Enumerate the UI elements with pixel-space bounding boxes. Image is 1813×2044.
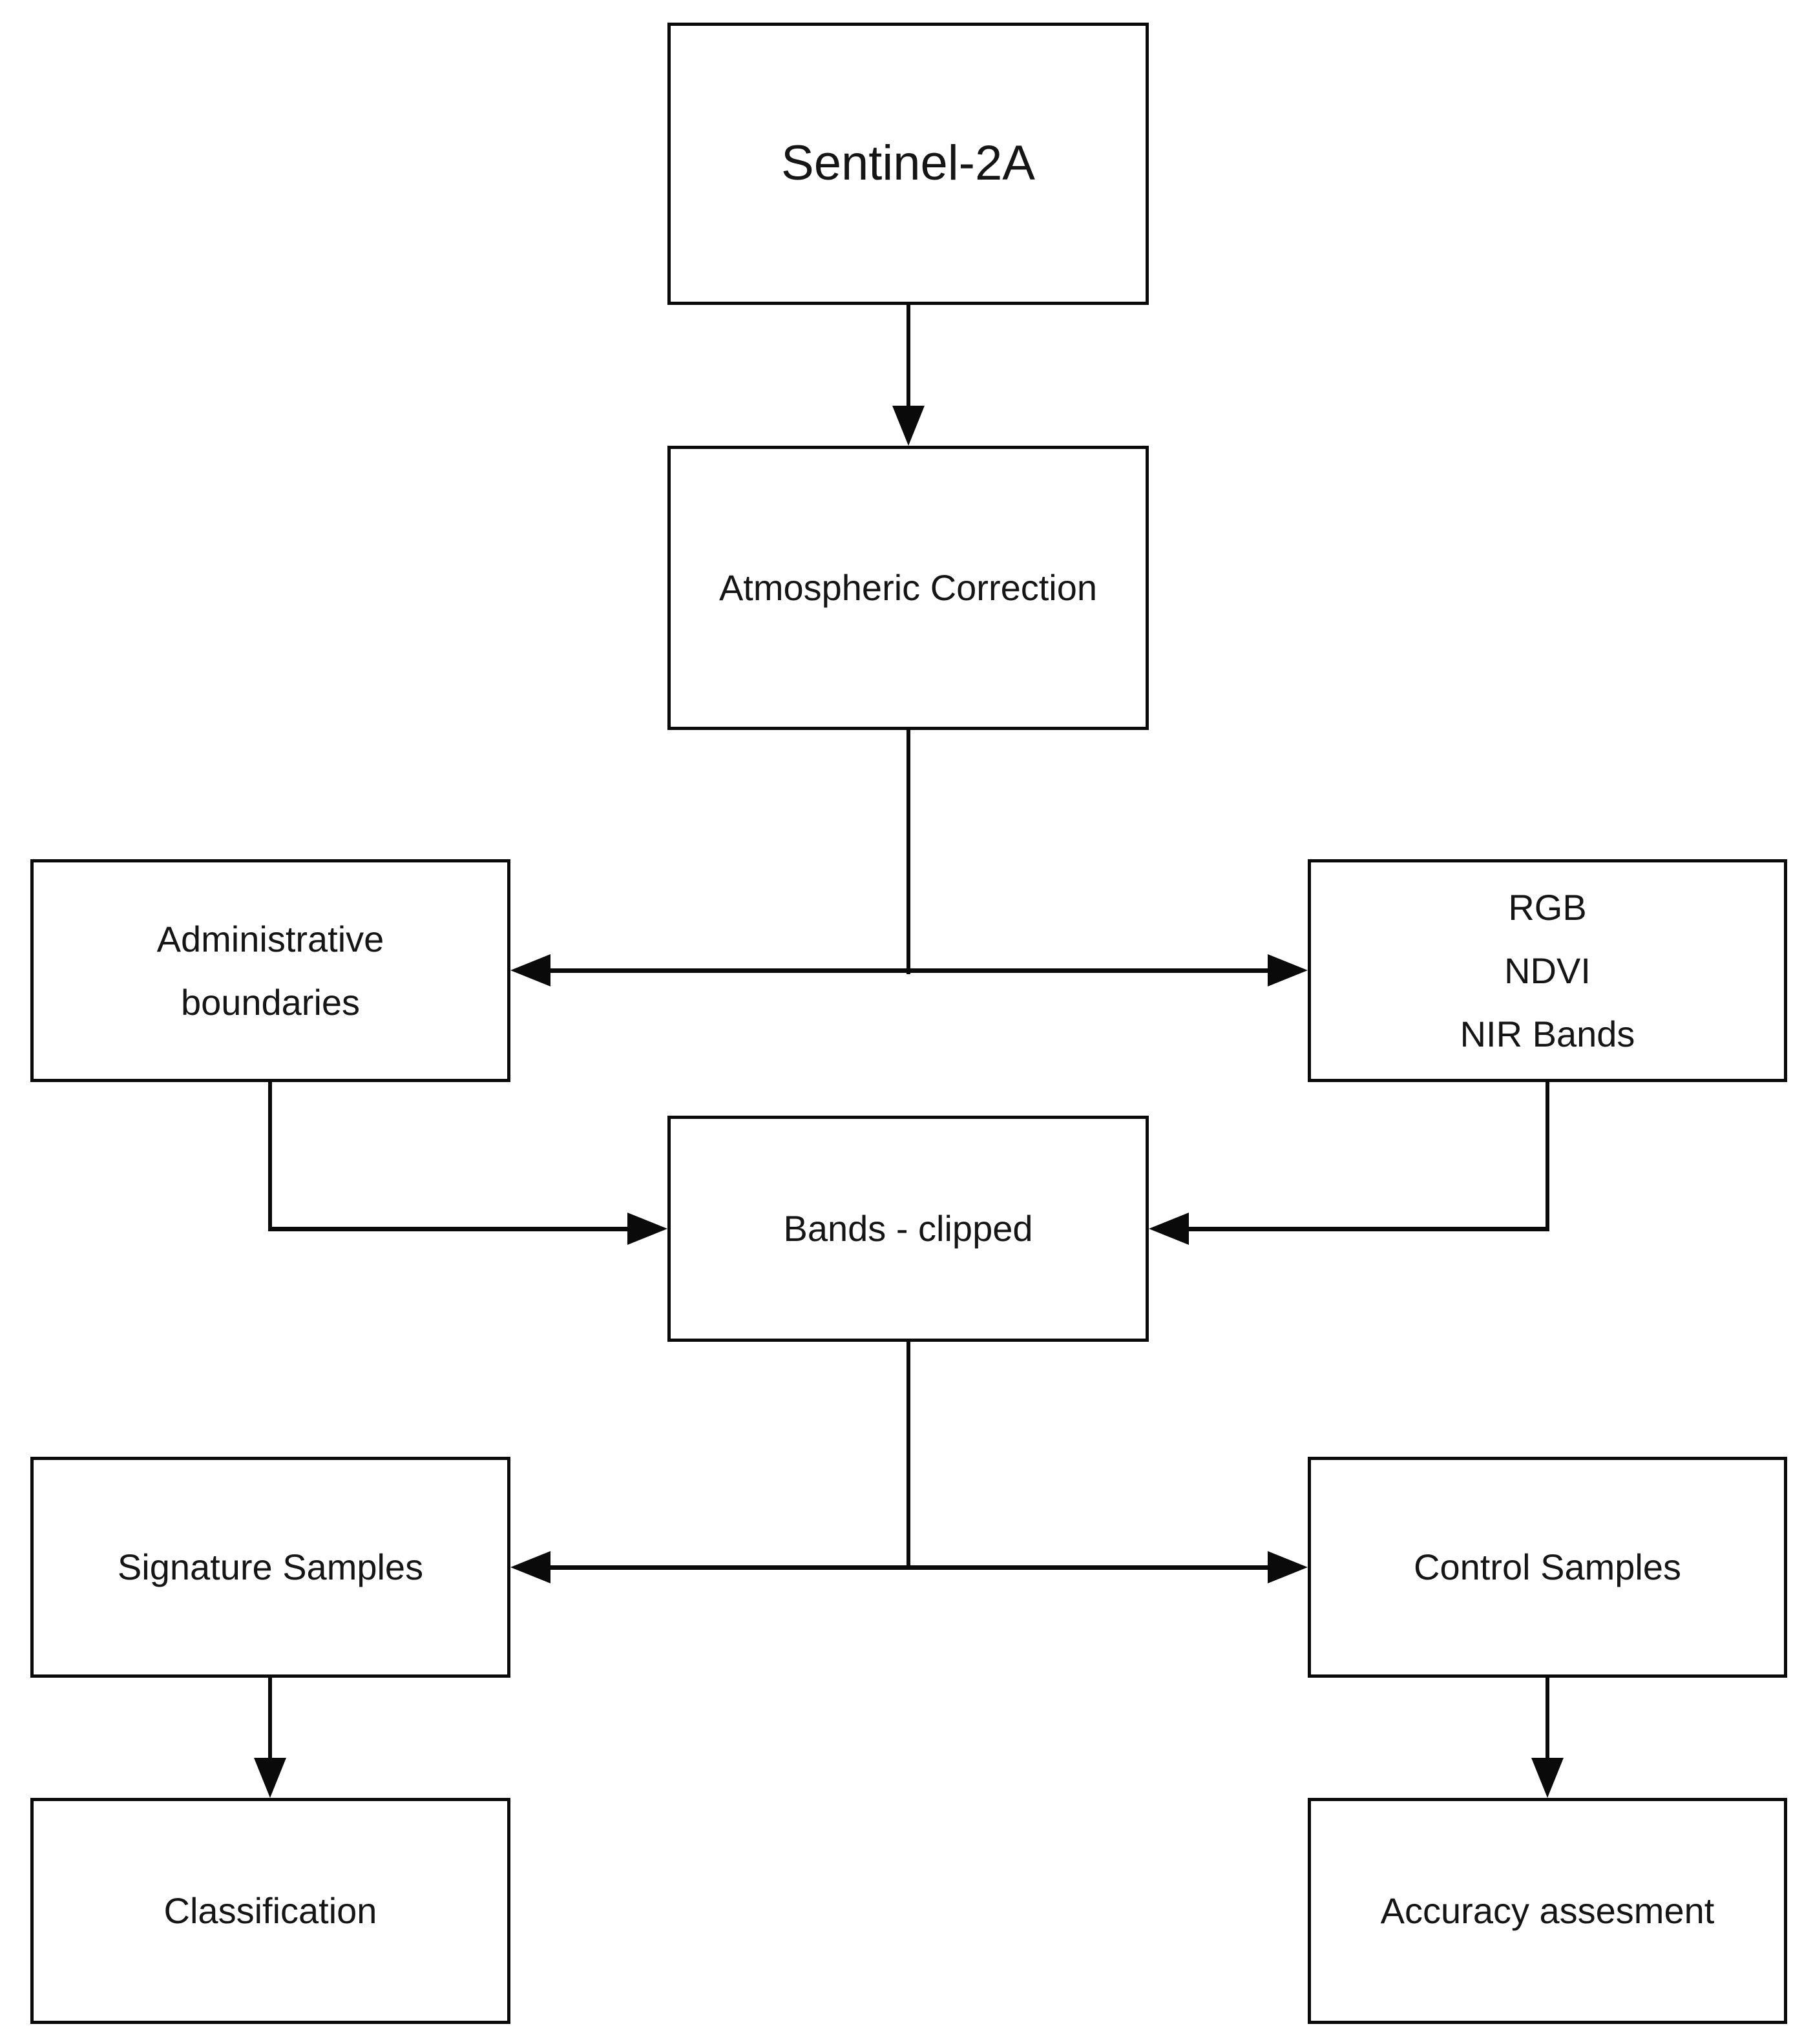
node-sentinel-2a-label: Sentinel-2A (781, 136, 1035, 191)
node-rgb-ndvi-nir-bands: RGB NDVI NIR Bands (1308, 859, 1787, 1082)
node-accuracy-assesment: Accuracy assesment (1308, 1798, 1787, 2024)
edge-administrative-to-clipped-horizontal-line (268, 1227, 631, 1231)
edge-control-to-accuracy-arrowhead (1531, 1758, 1564, 1798)
node-signature-samples: Signature Samples (30, 1457, 510, 1678)
edge-branch2-arrowhead-into-control-samples (1268, 1551, 1308, 1583)
edge-branch1-arrowhead-into-rgb-ndvi-nir-bands (1268, 954, 1308, 986)
edge-atmospheric-to-branch-line (906, 730, 910, 974)
edge-signature-to-classification-arrowhead (254, 1758, 286, 1798)
edge-rgb-to-clipped-horizontal-line (1185, 1227, 1549, 1231)
edge-administrative-to-clipped-vertical-line (268, 1082, 272, 1231)
node-atmospheric-correction: Atmospheric Correction (667, 446, 1149, 730)
edge-sentinel-to-atmospheric-arrowhead (892, 406, 925, 446)
node-accuracy-assesment-label: Accuracy assesment (1380, 1890, 1715, 1931)
edge-branch2-horizontal-line (547, 1565, 1269, 1570)
node-nir-bands-line: NIR Bands (1460, 1013, 1635, 1054)
node-bands-clipped-label: Bands - clipped (783, 1208, 1033, 1249)
edge-branch1-horizontal-line (547, 968, 1269, 973)
node-control-samples: Control Samples (1308, 1457, 1787, 1678)
node-administrative-boundaries-line2: boundaries (180, 981, 361, 1023)
node-signature-samples-label: Signature Samples (117, 1547, 424, 1587)
edge-rgb-to-clipped-arrowhead (1149, 1213, 1189, 1245)
edge-administrative-to-clipped-arrowhead (627, 1213, 667, 1245)
node-control-samples-label: Control Samples (1414, 1547, 1681, 1587)
node-ndvi-line: NDVI (1504, 950, 1591, 991)
node-classification-label: Classification (163, 1890, 377, 1931)
node-rgb-line: RGB (1508, 886, 1587, 928)
edge-branch1-arrowhead-into-administrative-boundaries (510, 954, 550, 986)
edge-signature-to-classification-line (268, 1678, 272, 1762)
node-classification: Classification (30, 1798, 510, 2024)
node-sentinel-2a: Sentinel-2A (667, 23, 1149, 305)
node-bands-clipped: Bands - clipped (667, 1116, 1149, 1342)
node-atmospheric-correction-label: Atmospheric Correction (718, 567, 1098, 608)
edge-clipped-to-branch-line (906, 1342, 910, 1570)
node-administrative-boundaries-line1: Administrative (156, 918, 384, 959)
edge-rgb-to-clipped-vertical-line (1546, 1082, 1549, 1231)
node-administrative-boundaries: Administrative boundaries (30, 859, 510, 1082)
edge-control-to-accuracy-line (1546, 1678, 1549, 1762)
edge-branch2-arrowhead-into-signature-samples (510, 1551, 550, 1583)
edge-sentinel-to-atmospheric-line (906, 305, 910, 412)
